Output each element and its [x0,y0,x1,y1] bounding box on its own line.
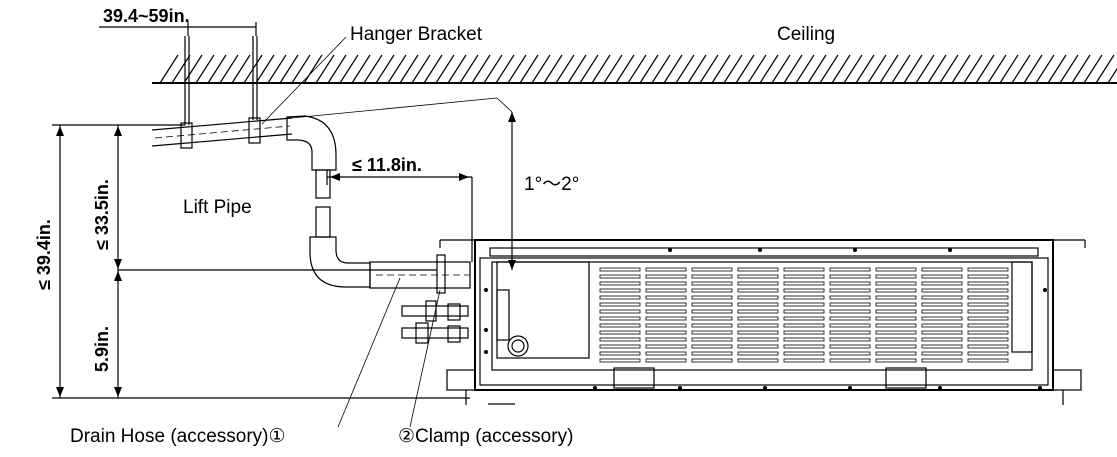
bracket-spacing-dimension: 39.4~59in. [99,6,257,36]
horizontal-limit-dimension: ≤ 11.8in. [326,155,473,262]
vertical-dimensions: ≤ 39.4in. ≤ 33.5in. 5.9in. [34,124,470,399]
horizontal-limit-label: ≤ 11.8in. [352,155,422,175]
upper-elbow [286,115,337,171]
indoor-unit [439,239,1086,405]
clamp-label: ②Clamp (accessory) [398,426,573,447]
hanger-rods [180,36,261,149]
total-height-label: ≤ 39.4in. [34,219,54,290]
upper-drain-pipe [151,97,513,147]
ceiling [152,54,1117,84]
hanger-bracket-label: Hanger Bracket [350,24,483,45]
drain-hose-callout: Drain Hose (accessory)① [70,277,401,447]
lift-pipe-label: Lift Pipe [183,197,252,218]
slope-indicator: 1°～2° [508,112,579,270]
pipe-fittings [401,300,469,344]
drain-hose-label: Drain Hose (accessory)① [70,426,286,447]
ceiling-label: Ceiling [777,24,835,45]
slope-label: 1°～2° [524,174,579,195]
bracket-spacing-label: 39.4~59in. [103,6,190,26]
base-height-label: 5.9in. [92,326,112,372]
hanger-bracket-callout: Hanger Bracket [261,24,483,125]
lower-elbow [309,236,471,294]
clamp-callout: ②Clamp (accessory) [398,289,573,447]
lift-height-label: ≤ 33.5in. [92,179,112,250]
lift-pipe-segments [315,169,331,238]
